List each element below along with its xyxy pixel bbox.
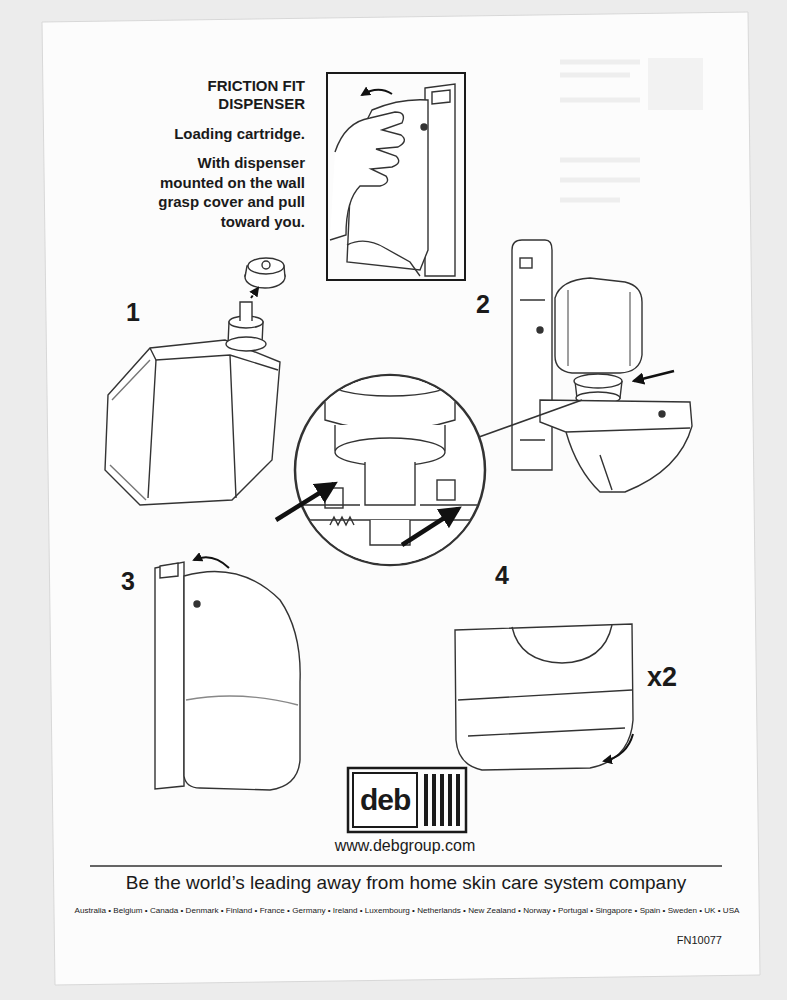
push-dispenser: [455, 624, 633, 770]
cartridge-bottle: [105, 340, 280, 505]
cartridge-bottle: [148, 355, 236, 498]
zoom-detail: [437, 480, 455, 500]
brand-logo: [440, 774, 444, 826]
open-dispenser: [566, 428, 690, 490]
cartridge-bottle: [262, 261, 270, 269]
paper-sheet: [648, 58, 703, 110]
zoom-detail: [365, 462, 415, 505]
open-dispenser: [520, 258, 532, 268]
repeat-count: x2: [647, 661, 677, 693]
push-dispenser: [604, 734, 633, 761]
inset-illustration: [421, 124, 427, 130]
cartridge-bottle: [110, 360, 150, 500]
inset-illustration: [432, 90, 450, 104]
open-dispenser: [512, 240, 692, 492]
instruction-heading: Loading cartridge.: [174, 125, 305, 143]
brand-logo: [432, 774, 436, 826]
country-list: Australia • Belgium • Canada • Denmark •…: [75, 906, 740, 916]
footer-rule: [90, 865, 722, 866]
logo-box: deb: [352, 772, 418, 828]
paper-sheet: [42, 12, 760, 985]
open-dispenser: [659, 411, 665, 417]
cartridge-bottle: [251, 288, 258, 298]
brand-logo: [424, 774, 428, 826]
open-dispenser: [537, 327, 543, 333]
step-number: 4: [495, 560, 509, 590]
heading: FRICTION FIT DISPENSER: [185, 77, 305, 113]
inset-illustration: [425, 84, 455, 276]
brand-logo: [348, 768, 466, 832]
zoom-detail: [402, 509, 458, 545]
cartridge-bottle: [226, 337, 266, 351]
step-number: 1: [126, 297, 140, 327]
cartridge-bottle: [240, 302, 252, 321]
zoom-detail: [276, 364, 582, 575]
closed-dispenser: [160, 563, 178, 578]
step-number: 2: [476, 289, 490, 319]
paper-sheet: [42, 12, 760, 985]
instruction-text: With dispenser mounted on the wall grasp…: [140, 153, 305, 231]
inset-illustration: [330, 84, 455, 276]
open-dispenser: [634, 371, 674, 381]
closed-dispenser: [184, 571, 300, 790]
brand-logo: [348, 768, 466, 832]
open-dispenser: [540, 400, 692, 492]
cartridge-bottle: [248, 258, 284, 274]
zoom-detail: [330, 517, 354, 525]
open-dispenser: [574, 374, 622, 388]
closed-dispenser: [186, 696, 298, 705]
brand-logo: [456, 774, 460, 826]
zoom-detail: [300, 364, 480, 575]
paper-sheet: [560, 62, 640, 200]
inset-illustration: [362, 90, 392, 95]
zoom-detail: [295, 375, 485, 565]
open-dispenser: [512, 240, 552, 470]
closed-dispenser: [194, 601, 200, 607]
push-dispenser: [512, 625, 612, 663]
step-number: 3: [121, 566, 135, 596]
inset-illustration: [327, 73, 465, 280]
push-dispenser: [468, 728, 625, 736]
inset-illustration: [347, 241, 420, 276]
push-dispenser: [455, 624, 633, 770]
zoom-detail: [325, 364, 455, 396]
closed-dispenser: [194, 557, 229, 568]
zoom-detail: [300, 520, 480, 575]
open-dispenser: [568, 290, 630, 366]
brand-logo: [448, 774, 452, 826]
inset-illustration: [330, 112, 404, 240]
open-dispenser: [555, 278, 642, 373]
zoom-detail: [300, 504, 480, 505]
cartridge-bottle: [150, 348, 278, 370]
inset-illustration: [327, 73, 465, 280]
zoom-detail: [335, 438, 445, 466]
logo-text: deb: [360, 782, 410, 818]
website: www.debgroup.com: [335, 836, 476, 855]
footer-rule: [90, 866, 722, 867]
closed-dispenser: [155, 562, 184, 789]
push-dispenser: [458, 690, 632, 700]
cartridge-bottle: [105, 258, 285, 505]
closed-dispenser: [155, 557, 300, 790]
tagline: Be the world’s leading away from home sk…: [126, 872, 686, 895]
zoom-detail: [276, 484, 334, 520]
zoom-detail: [479, 400, 582, 437]
document-code: FN10077: [677, 934, 722, 947]
